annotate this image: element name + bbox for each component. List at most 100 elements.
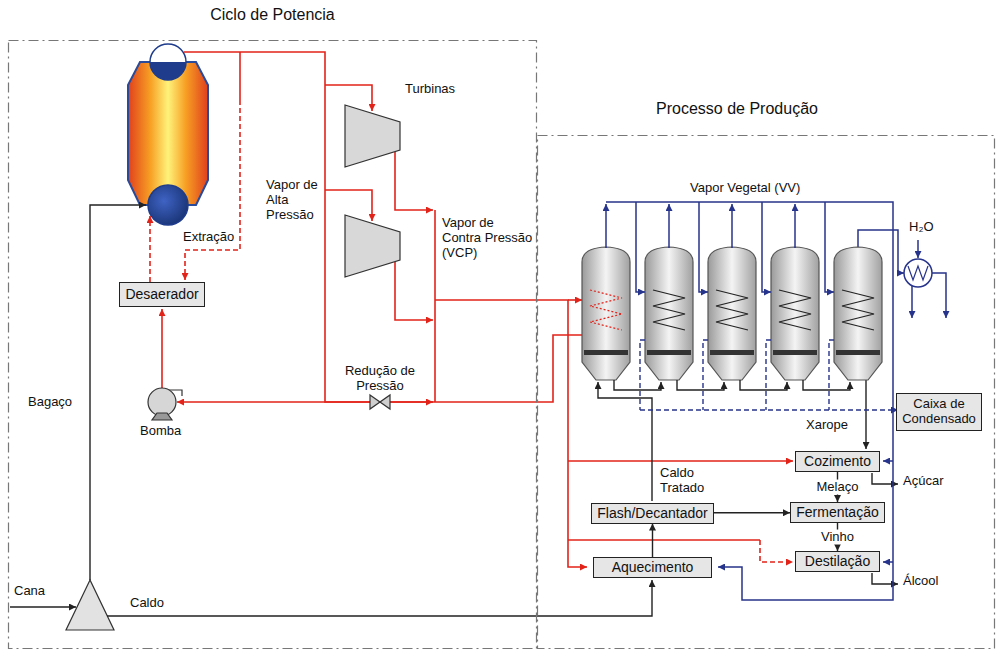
steam-line <box>150 52 793 567</box>
condenser <box>904 259 932 287</box>
annotation-label: Vapor Vegetal (VV) <box>690 181 800 196</box>
process-box: Destilação <box>795 551 880 572</box>
evaporator <box>699 202 708 292</box>
box-label: Aquecimento <box>612 559 694 575</box>
annotation-label: Redução de Pressão <box>338 364 422 394</box>
vapor-line <box>911 286 913 318</box>
box-label: Flash/Decantador <box>597 505 708 521</box>
evaporator <box>716 290 748 330</box>
juice-line <box>107 580 652 616</box>
process-box: Flash/Decantador <box>591 503 714 524</box>
annotation-label: Álcool <box>903 574 938 589</box>
box-label: Destilação <box>805 553 870 569</box>
region-outline <box>9 41 537 649</box>
evaporator <box>829 340 834 410</box>
steam-line <box>435 300 587 567</box>
evaporator <box>640 340 645 410</box>
annotation-label: H₂O <box>909 220 934 235</box>
condenser <box>904 259 932 287</box>
vapor-line <box>883 460 893 462</box>
region-title: Processo de Produção <box>537 100 937 118</box>
evaporator <box>645 247 693 380</box>
annotation-label: Caldo <box>130 596 164 611</box>
valve-symbol <box>370 395 390 409</box>
steam-line <box>184 52 433 402</box>
box-label: Desaerador <box>125 286 198 302</box>
juice-line <box>598 382 652 501</box>
vapor-line <box>917 240 919 258</box>
process-box: Cozimento <box>795 451 880 472</box>
vapor-line <box>883 561 893 563</box>
valve-symbol <box>370 395 390 409</box>
steam-line <box>149 216 151 282</box>
evaporator <box>677 380 724 390</box>
annotation-label: Extração <box>183 230 234 245</box>
evaporator <box>773 350 817 355</box>
box-label: Caixa de Condensado <box>902 397 976 427</box>
turbine <box>345 215 400 277</box>
evaporator <box>605 204 607 248</box>
turbine <box>345 105 400 277</box>
mill-symbol <box>66 580 114 630</box>
evaporator <box>708 247 756 380</box>
juice-line <box>10 606 76 607</box>
annotation-label: Turbinas <box>405 82 455 97</box>
evaporator <box>582 247 630 380</box>
juice-line <box>90 205 146 580</box>
evaporator <box>710 350 754 355</box>
evaporator <box>803 380 850 390</box>
mill-symbol <box>66 580 114 630</box>
annotation-label: Cana <box>14 584 45 599</box>
region-band: Ciclo de PotenciaDesaerador <box>8 40 537 649</box>
boiler <box>128 44 208 225</box>
evaporator <box>647 350 691 355</box>
region-outline <box>8 40 537 649</box>
boiler <box>150 62 186 80</box>
vapor-line <box>606 202 946 600</box>
evaporator <box>825 202 834 292</box>
turbine <box>345 105 400 167</box>
evaporator <box>766 340 771 410</box>
flow-arrow <box>652 524 653 558</box>
steam-line <box>568 460 793 462</box>
steam-line <box>568 539 760 541</box>
evaporator <box>703 340 708 410</box>
vapor-line <box>932 273 946 318</box>
evaporator <box>842 290 874 330</box>
annotation-label: Vapor de Contra Pressão (VCP) <box>442 216 534 261</box>
juice-line <box>865 380 866 449</box>
steam-line <box>395 152 433 210</box>
steam-line <box>161 309 163 388</box>
pump-symbol <box>148 388 182 420</box>
boiler <box>128 62 208 205</box>
annotation-label: Bomba <box>140 424 181 439</box>
annotation-label: Caldo Tratado <box>660 466 716 496</box>
pump-symbol <box>148 388 176 416</box>
evaporator <box>668 204 670 248</box>
boiler <box>150 44 186 80</box>
steam-line <box>185 100 240 280</box>
box-label: Cozimento <box>804 453 871 469</box>
flow-arrow <box>714 512 790 513</box>
annotation-label: Xarope <box>806 418 848 433</box>
steam-line <box>760 540 793 562</box>
juice-line <box>872 473 898 484</box>
box-label: Fermentação <box>796 504 878 520</box>
annotation-label: Vapor de Alta Pressão <box>266 178 324 223</box>
steam-line <box>177 335 582 402</box>
juice-line <box>10 205 898 616</box>
region-band: Processo de ProduçãoCaixa de CondensadoC… <box>537 135 995 649</box>
vapor-line <box>606 202 893 600</box>
evaporator <box>762 202 771 292</box>
vapor-line <box>640 409 898 411</box>
juice-line <box>872 573 898 584</box>
process-box: Fermentação <box>790 502 885 523</box>
steam-line <box>434 210 436 402</box>
process-box: Aquecimento <box>593 557 712 578</box>
evaporator <box>636 202 645 292</box>
evaporator <box>740 380 787 390</box>
evaporator <box>582 202 882 410</box>
evaporator <box>614 380 661 390</box>
